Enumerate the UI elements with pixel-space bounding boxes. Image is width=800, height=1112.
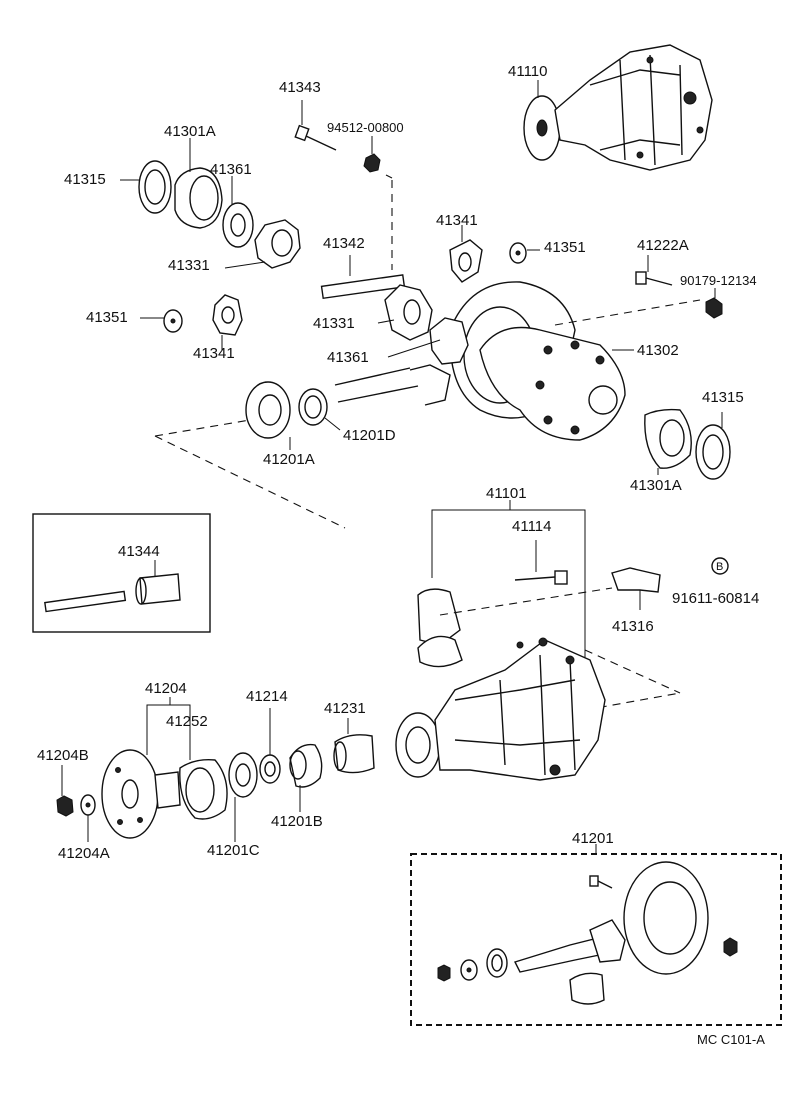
pinion-gear-41341-top <box>449 225 483 283</box>
bolt-41343 <box>294 100 337 151</box>
inset-box-41344 <box>32 513 211 633</box>
part-label-41101: 41101 <box>486 485 527 502</box>
part-label-41201D: 41201D <box>343 427 396 444</box>
part-label-41331-top: 41331 <box>168 257 210 274</box>
part-label-41204B: 41204B <box>37 747 89 764</box>
part-label-90179: 90179-12134 <box>680 273 757 288</box>
part-label-41204: 41204 <box>145 680 187 697</box>
companion-flange-41204 <box>101 697 191 839</box>
bearing-cup-41301A-top <box>174 138 223 229</box>
washer-41351-top <box>509 242 540 264</box>
part-label-41361-top: 41361 <box>210 161 252 178</box>
bolt-41222A <box>635 255 673 286</box>
bracket-41101 <box>417 500 586 700</box>
washer-41351-left <box>140 309 183 333</box>
part-label-41341-top: 41341 <box>436 212 478 229</box>
part-label-41110: 41110 <box>508 63 548 80</box>
part-label-41344: 41344 <box>118 543 160 560</box>
bearing-cup-41301A-right <box>644 408 692 475</box>
part-label-41204A: 41204A <box>58 845 110 862</box>
part-label-94512: 94512-00800 <box>327 120 404 135</box>
carrier-housing-41110 <box>523 44 713 171</box>
part-label-41231: 41231 <box>324 700 366 717</box>
bearing-41201C <box>228 752 258 842</box>
bracket-41316 <box>611 567 661 610</box>
pinion-gear-41341-left <box>212 294 243 350</box>
part-label-41252: 41252 <box>166 713 208 730</box>
part-label-41343: 41343 <box>279 79 321 96</box>
nut-94512 <box>363 136 381 173</box>
bolt-41114 <box>514 540 568 585</box>
part-label-41302: 41302 <box>637 342 679 359</box>
part-label-41351-left: 41351 <box>86 309 128 326</box>
part-label-41201B: 41201B <box>271 813 323 830</box>
spacer-41214 <box>259 708 281 784</box>
kit-box-41201 <box>410 844 782 1026</box>
part-label-41201A: 41201A <box>263 451 315 468</box>
part-label-41114: 41114 <box>512 518 552 535</box>
part-label-41222A: 41222A <box>637 237 689 254</box>
part-label-41316: 41316 <box>612 618 654 635</box>
side-gear-41331-top <box>224 219 301 269</box>
part-label-41214: 41214 <box>246 688 288 705</box>
diagram-code: MC C101-A <box>697 1032 765 1047</box>
washer-41204A <box>80 794 96 842</box>
bearing-41201B <box>289 743 323 812</box>
pinion-shaft-41342 <box>320 255 406 300</box>
oil-seal-41252 <box>179 758 228 820</box>
differential-case-41302 <box>334 281 634 441</box>
thrust-washer-41361-top <box>222 176 254 248</box>
part-label-41201-kit: 41201 <box>572 830 614 847</box>
part-label-41341-left: 41341 <box>193 345 235 362</box>
washer-41201D <box>298 388 341 431</box>
part-label-41331-mid: 41331 <box>313 315 355 332</box>
spacer-41231 <box>333 718 375 774</box>
nut-90179 <box>705 288 723 319</box>
part-label-41315-top: 41315 <box>64 171 106 188</box>
carrier-housing-main <box>395 637 606 781</box>
nut-41204B <box>56 765 74 817</box>
part-label-b-marker: B <box>716 561 724 573</box>
bearing-41201A <box>245 381 291 450</box>
part-label-41342: 41342 <box>323 235 365 252</box>
part-label-41301A-top: 41301A <box>164 123 216 140</box>
bearing-41315-top <box>120 160 172 214</box>
bearing-41315-right <box>695 412 731 480</box>
part-label-41315-right: 41315 <box>702 389 744 406</box>
part-label-41351-top: 41351 <box>544 239 586 256</box>
part-label-41301A-right: 41301A <box>630 477 682 494</box>
part-label-41361-mid: 41361 <box>327 349 369 366</box>
part-label-41201C: 41201C <box>207 842 260 859</box>
part-label-91611: 91611-60814 <box>672 590 760 607</box>
